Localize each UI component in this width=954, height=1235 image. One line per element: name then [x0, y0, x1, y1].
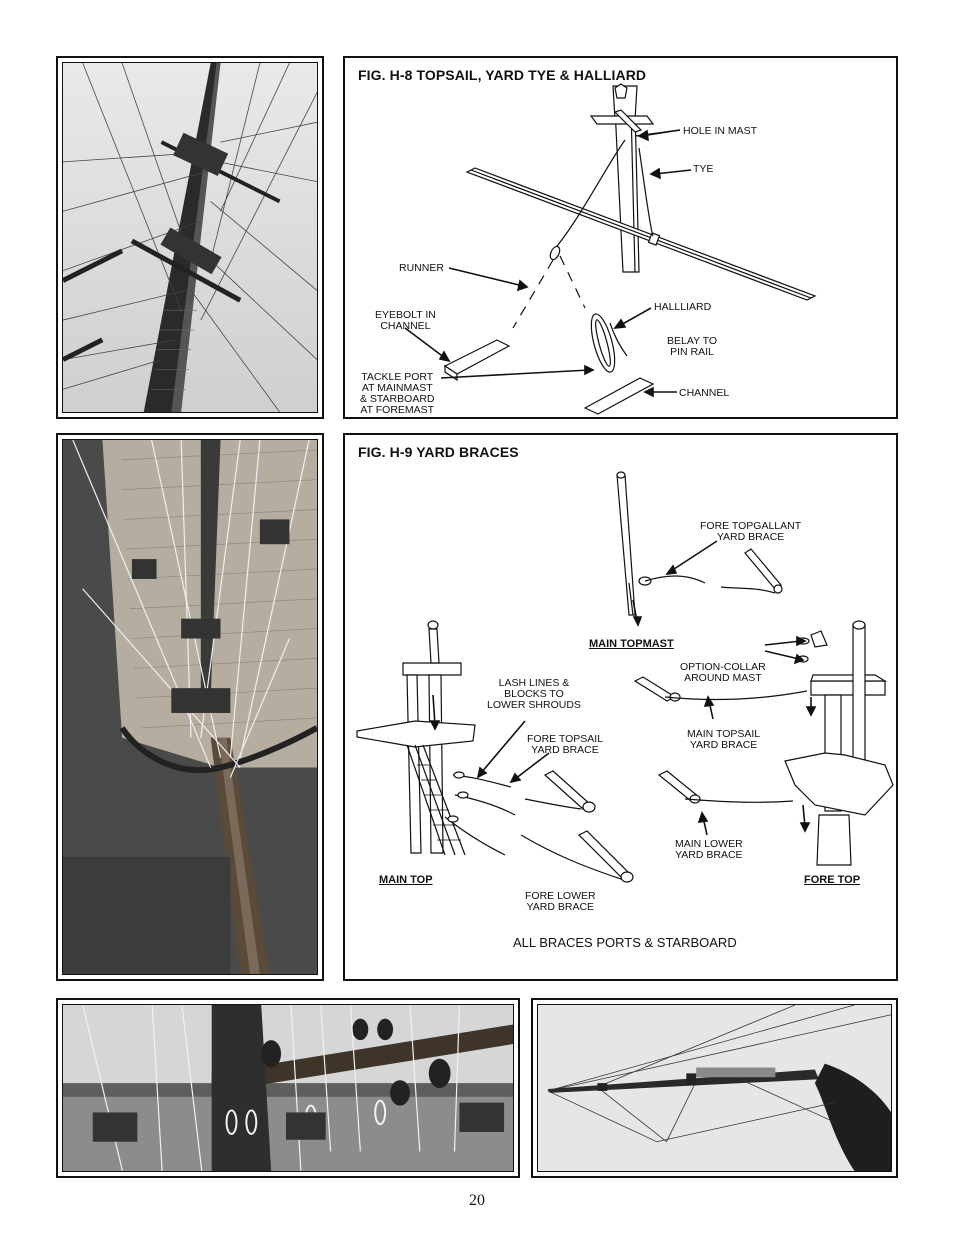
label-eyebolt-in-channel: EYEBOLT IN CHANNEL: [375, 309, 436, 332]
label-main-lower-yard-brace: MAIN LOWER YARD BRACE: [675, 838, 743, 861]
label-halliard: HALLLIARD: [654, 301, 712, 313]
figure-h9-panel: FIG. H-9 YARD BRACES: [343, 433, 898, 981]
label-main-topmast: MAIN TOPMAST: [589, 638, 674, 650]
label-channel: CHANNEL: [679, 387, 730, 399]
label-tackle-port: TACKLE PORT AT MAINMAST & STARBOARD AT F…: [360, 371, 435, 416]
label-fore-topgallant-yard-brace: FORE TOPGALLANT YARD BRACE: [700, 520, 802, 543]
photo-deck-blocks: [56, 998, 520, 1178]
label-option-collar: OPTION-COLLAR AROUND MAST: [680, 661, 766, 684]
photo-bowsprit-image: [537, 1004, 892, 1172]
photo-bowsprit: [531, 998, 898, 1178]
label-tye: TYE: [693, 163, 714, 175]
label-belay-to-pin-rail: BELAY TO PIN RAIL: [667, 335, 718, 358]
figure-h9-note: ALL BRACES PORTS & STARBOARD: [513, 935, 737, 950]
label-main-top: MAIN TOP: [379, 874, 433, 886]
figure-h8-drawing: [404, 83, 817, 415]
page-number: 20: [469, 1192, 485, 1209]
photo-deck-bow-image: [62, 439, 318, 975]
label-fore-topsail-yard-brace: FORE TOPSAIL YARD BRACE: [527, 733, 604, 756]
figure-h9-drawing: [356, 471, 894, 883]
photo-deck-bow: [56, 433, 324, 981]
label-hole-in-mast: HOLE IN MAST: [683, 125, 758, 137]
photo-mast-rigging-image: [62, 62, 318, 413]
label-fore-top: FORE TOP: [804, 874, 861, 886]
figure-h8-panel: FIG. H-8 TOPSAIL, YARD TYE & HALLIARD: [343, 56, 898, 419]
label-runner: RUNNER: [399, 262, 444, 274]
photo-mast-rigging: [56, 56, 324, 419]
photo-deck-blocks-image: [62, 1004, 514, 1172]
label-fore-lower-yard-brace: FORE LOWER YARD BRACE: [525, 890, 596, 913]
figure-h8-title: FIG. H-8 TOPSAIL, YARD TYE & HALLIARD: [358, 67, 647, 83]
label-lash-lines: LASH LINES & BLOCKS TO LOWER SHROUDS: [487, 677, 581, 711]
label-main-topsail-yard-brace: MAIN TOPSAIL YARD BRACE: [687, 728, 761, 751]
figure-h9-title: FIG. H-9 YARD BRACES: [358, 444, 519, 460]
